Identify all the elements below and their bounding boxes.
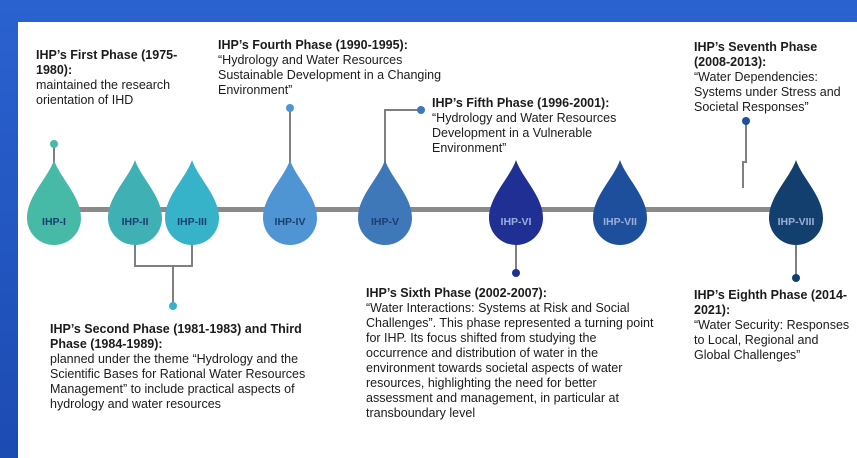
dot-ihp-i	[50, 140, 58, 148]
droplet-shape	[769, 160, 823, 245]
droplet-ihp-i: IHP-I	[27, 160, 81, 245]
note-eighth-phase: IHP’s Eighth Phase (2014-2021): “Water S…	[694, 288, 854, 363]
droplet-shape	[263, 160, 317, 245]
note-eighth-phase-body: “Water Security: Responses to Local, Reg…	[694, 318, 850, 362]
droplet-shape	[593, 160, 647, 245]
droplet-ihp-vii: IHP-VII	[593, 160, 647, 245]
connector-ihp-vii	[742, 122, 747, 188]
droplet-label: IHP-I	[42, 216, 66, 228]
dot-ihp-vi	[512, 269, 520, 277]
droplet-ihp-v: IHP-V	[358, 160, 412, 245]
droplet-ihp-vi: IHP-VI	[489, 160, 543, 245]
droplet-label: IHP-VII	[603, 216, 637, 228]
note-sixth-phase-title: IHP’s Sixth Phase (2002-2007):	[366, 286, 547, 300]
note-second-third-body: planned under the theme “Hydrology and t…	[50, 352, 306, 411]
droplet-ihp-viii: IHP-VIII	[769, 160, 823, 245]
note-fourth-phase: IHP’s Fourth Phase (1990-1995): “Hydrolo…	[218, 38, 458, 98]
droplet-label: IHP-II	[122, 216, 149, 228]
note-first-phase-title: IHP’s First Phase (1975-1980):	[36, 48, 178, 77]
note-second-third-title: IHP’s Second Phase (1981-1983) and Third…	[50, 322, 302, 351]
droplet-label: IHP-V	[371, 216, 399, 228]
note-fifth-phase: IHP’s Fifth Phase (1996-2001): “Hydrolog…	[432, 96, 652, 156]
dot-ihp-iv	[286, 104, 294, 112]
note-first-phase-body: maintained the research orientation of I…	[36, 78, 171, 107]
droplet-shape	[165, 160, 219, 245]
note-first-phase: IHP’s First Phase (1975-1980): maintaine…	[36, 48, 206, 108]
droplet-ihp-iv: IHP-IV	[263, 160, 317, 245]
droplet-shape	[358, 160, 412, 245]
note-seventh-phase: IHP’s Seventh Phase (2008-2013): “Water …	[694, 40, 854, 115]
timeline-bar	[60, 207, 820, 212]
droplet-label: IHP-VIII	[778, 216, 815, 228]
note-seventh-phase-body: “Water Dependencies: Systems under Stres…	[694, 70, 841, 114]
droplet-label: IHP-III	[177, 216, 207, 228]
droplet-shape	[489, 160, 543, 245]
droplet-shape	[27, 160, 81, 245]
note-fifth-phase-body: “Hydrology and Water Resources Developme…	[432, 111, 617, 155]
connector-ihp-ii-iii	[134, 242, 193, 267]
note-seventh-phase-title: IHP’s Seventh Phase (2008-2013):	[694, 40, 818, 69]
diagram-panel	[18, 22, 857, 458]
dot-ihp-viii	[792, 274, 800, 282]
droplet-label: IHP-IV	[275, 216, 306, 228]
droplet-ihp-ii: IHP-II	[108, 160, 162, 245]
note-second-third-phase: IHP’s Second Phase (1981-1983) and Third…	[50, 322, 320, 412]
note-sixth-phase: IHP’s Sixth Phase (2002-2007): “Water In…	[366, 286, 656, 421]
dot-second-third	[169, 302, 177, 310]
note-fourth-phase-body: “Hydrology and Water Resources Sustainab…	[218, 53, 442, 97]
dot-ihp-vii	[742, 117, 750, 125]
note-eighth-phase-title: IHP’s Eighth Phase (2014-2021):	[694, 288, 848, 317]
connector-dots	[50, 104, 800, 310]
droplet-shape	[108, 160, 162, 245]
note-fourth-phase-title: IHP’s Fourth Phase (1990-1995):	[218, 38, 408, 52]
droplet-label: IHP-VI	[501, 216, 532, 228]
note-sixth-phase-body: “Water Interactions: Systems at Risk and…	[366, 301, 654, 420]
note-fifth-phase-title: IHP’s Fifth Phase (1996-2001):	[432, 96, 610, 110]
droplet-ihp-iii: IHP-III	[165, 160, 219, 245]
dot-ihp-v	[417, 106, 425, 114]
